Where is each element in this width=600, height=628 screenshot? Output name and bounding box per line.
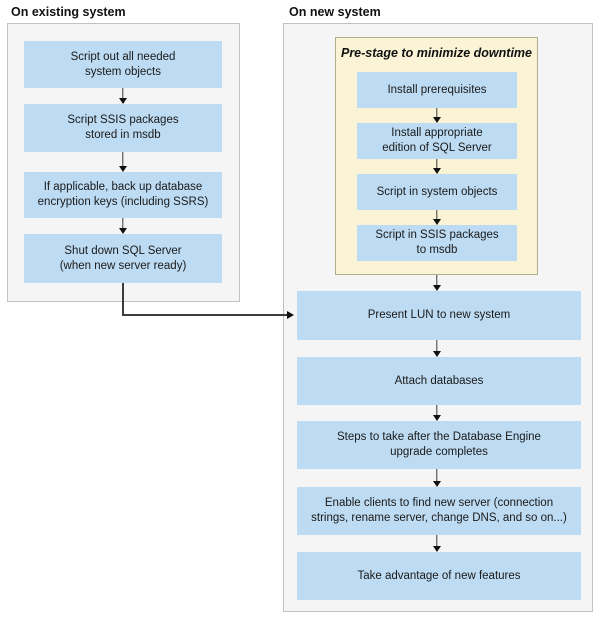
down-arrow-icon — [432, 340, 442, 357]
step-backup-encryption-keys: If applicable, back up database encrypti… — [24, 172, 222, 218]
step-script-in-ssis-packages: Script in SSIS packages to msdb — [357, 225, 517, 261]
down-arrow-icon — [432, 469, 442, 487]
step-script-in-system-objects: Script in system objects — [357, 174, 517, 210]
step-install-sql-server-edition: Install appropriate edition of SQL Serve… — [357, 123, 517, 159]
step-shut-down-sql-server: Shut down SQL Server (when new server re… — [24, 234, 222, 283]
down-arrow-icon — [118, 218, 128, 234]
step-script-out-system-objects: Script out all needed system objects — [24, 41, 222, 88]
elbow-connector-vertical — [122, 283, 124, 315]
down-arrow-icon — [432, 159, 442, 174]
new-system-header: On new system — [289, 5, 381, 19]
prestage-title: Pre-stage to minimize downtime — [340, 46, 532, 60]
step-post-upgrade-steps: Steps to take after the Database Engine … — [297, 421, 581, 469]
existing-system-header: On existing system — [11, 5, 126, 19]
step-take-advantage-new-features: Take advantage of new features — [297, 552, 581, 600]
down-arrow-icon — [432, 210, 442, 225]
down-arrow-icon — [432, 535, 442, 552]
down-arrow-icon — [432, 275, 442, 291]
down-arrow-icon — [432, 405, 442, 421]
right-arrow-icon — [287, 310, 294, 319]
step-install-prerequisites: Install prerequisites — [357, 72, 517, 108]
elbow-connector-horizontal — [122, 314, 289, 316]
step-present-lun: Present LUN to new system — [297, 291, 581, 340]
step-script-ssis-packages: Script SSIS packages stored in msdb — [24, 104, 222, 152]
down-arrow-icon — [432, 108, 442, 123]
step-enable-clients: Enable clients to find new server (conne… — [297, 487, 581, 535]
down-arrow-icon — [118, 152, 128, 172]
down-arrow-icon — [118, 88, 128, 104]
step-attach-databases: Attach databases — [297, 357, 581, 405]
